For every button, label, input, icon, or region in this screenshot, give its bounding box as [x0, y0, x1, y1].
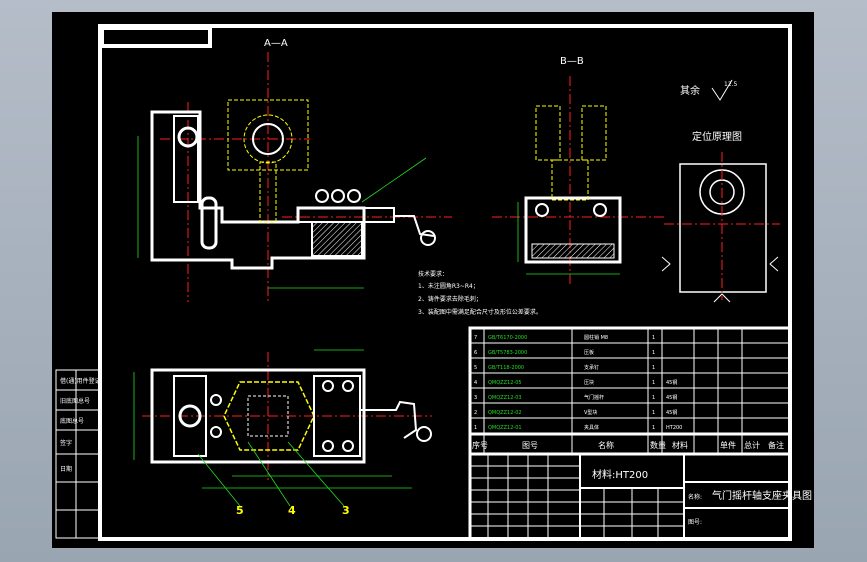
cad-drawing: 借(通)用件登记 旧底图总号 底图总号 签字 日期 A—A	[55, 24, 812, 541]
bom-cell-name: 气门摇杆	[584, 394, 604, 401]
bom-table	[468, 326, 792, 456]
side-label-3: 底图总号	[60, 417, 84, 425]
side-label-4: 签字	[60, 439, 72, 447]
bom-cell-no: 6	[474, 350, 477, 356]
bom-cell-no: 1	[474, 425, 477, 431]
leader-3: 3	[342, 504, 350, 517]
side-label-2: 旧底图总号	[60, 397, 90, 405]
title-drawing-name: 气门摇杆轴支座夹具图	[712, 489, 812, 502]
outer-frame	[98, 24, 792, 541]
title-school-label: 名称:	[688, 493, 702, 501]
bom-cell-no: 4	[474, 380, 477, 386]
bom-cell-qty: 1	[652, 395, 655, 401]
bom-header-cell: 备注	[768, 440, 784, 450]
surface-finish-icon	[711, 79, 733, 101]
title-material: 材料:HT200	[592, 468, 648, 481]
bom-cell-no: 7	[474, 335, 477, 341]
tech-req-item-2: 2、铸件要求去除毛刺；	[418, 295, 482, 303]
bom-cell-no: 2	[474, 410, 477, 416]
view-b-b	[492, 76, 664, 284]
side-label-1: 借(通)用件登记	[60, 377, 101, 385]
bom-cell-mat: HT200	[666, 425, 682, 431]
drawing-sheet: 借(通)用件登记 旧底图总号 底图总号 签字 日期 A—A	[52, 12, 814, 548]
bom-cell-mat: 45钢	[666, 379, 677, 386]
bom-cell-name: 支承钉	[584, 364, 599, 371]
bom-cell-no: 3	[474, 395, 477, 401]
top-view	[133, 349, 432, 507]
tech-req-item-3: 3、装配图中需满足配合尺寸及形位公差要求。	[418, 308, 542, 316]
bom-cell-code: QMQZZ12-02	[488, 410, 522, 416]
bom-cell-name: 压板	[584, 349, 594, 356]
tech-req-item-1: 1、未注圆角R3~R4；	[418, 282, 479, 290]
corner-box	[100, 26, 212, 48]
section-label-aa: A—A	[264, 38, 288, 49]
bom-cell-code: QMQZZ12-01	[488, 425, 522, 431]
bom-cell-code: GB/T118-2000	[488, 365, 524, 371]
bom-rows: 7 GB/T6170-2000 圆柱销 M8 1 6 GB/T5783-2000 压板 1 5 G…	[470, 334, 790, 450]
leader-5: 5	[236, 504, 244, 517]
bom-cell-name: V型块	[584, 409, 597, 416]
bom-header-cell: 序号	[472, 440, 488, 450]
tech-req-heading: 技术要求：	[418, 270, 448, 278]
bom-cell-qty: 1	[652, 380, 655, 386]
bom-header-cell: 总计	[744, 440, 760, 450]
bom-header-cell: 数量	[650, 440, 666, 450]
surface-mark-value: 12.5	[724, 81, 738, 88]
view-a-a	[137, 52, 452, 304]
bom-cell-name: 压块	[584, 379, 594, 386]
bom-header-cell: 名称	[598, 440, 614, 450]
bom-cell-code: QMQZZ12-05	[488, 380, 522, 386]
surface-mark-label: 其余	[680, 84, 700, 97]
bom-cell-code: GB/T5783-2000	[488, 350, 527, 356]
title-drawing-no-label: 图号:	[688, 519, 702, 526]
bom-cell-code: QMQZZ12-03	[488, 395, 522, 401]
bom-cell-code: GB/T6170-2000	[488, 335, 527, 341]
positioning-diagram	[661, 152, 780, 303]
bom-header-cell: 图号	[522, 441, 538, 450]
bom-header-cell: 单件	[720, 440, 736, 450]
side-label-5: 日期	[60, 465, 72, 473]
bom-cell-qty: 1	[652, 425, 655, 431]
bom-cell-no: 5	[474, 365, 477, 371]
bom-cell-mat: 45钢	[666, 409, 677, 416]
bom-cell-mat: 45钢	[666, 394, 677, 401]
positioning-diagram-title: 定位原理图	[692, 130, 742, 143]
bom-cell-qty: 1	[652, 365, 655, 371]
side-block	[55, 369, 101, 539]
bom-cell-qty: 1	[652, 350, 655, 356]
bom-cell-qty: 1	[652, 335, 655, 341]
section-label-bb: B—B	[560, 56, 584, 67]
title-block	[468, 452, 792, 541]
bom-header-cell: 材料	[672, 440, 688, 450]
bom-cell-qty: 1	[652, 410, 655, 416]
leader-4: 4	[288, 504, 296, 517]
bom-cell-name: 圆柱销 M8	[584, 334, 608, 341]
bom-cell-name: 夹具体	[584, 424, 599, 431]
